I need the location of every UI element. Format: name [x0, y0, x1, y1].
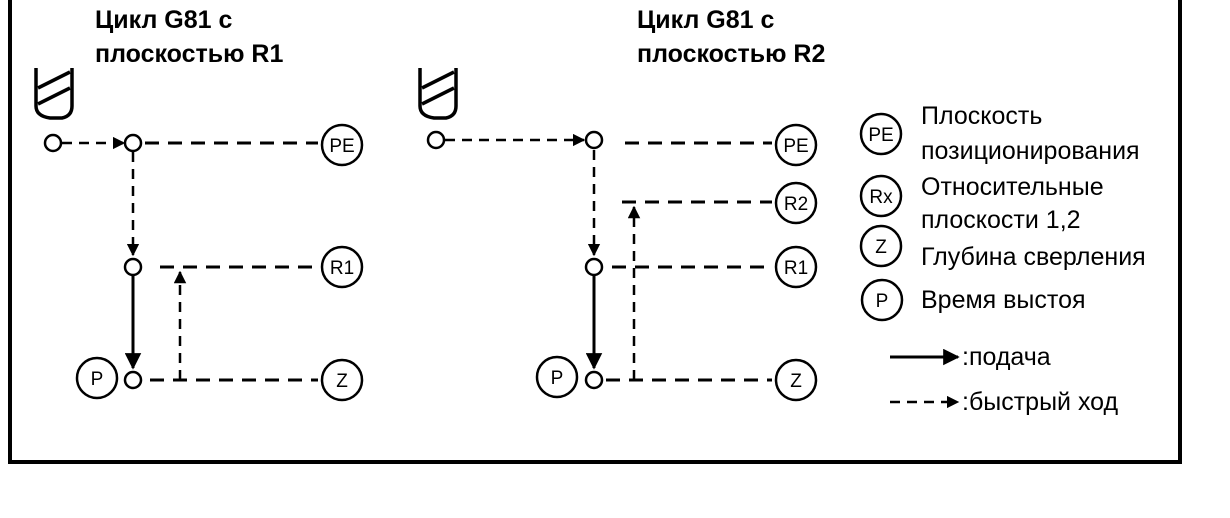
- legend-p-text: Время выстоя: [921, 286, 1086, 314]
- svg-text:Rx: Rx: [869, 187, 893, 208]
- legend-feed-text: :подача: [962, 343, 1051, 371]
- legend-pe-line2: позиционирования: [921, 137, 1140, 165]
- cycle-r2-panel: Цикл G81 с плоскостью R2 PE: [418, 6, 825, 402]
- r1-point-node: [123, 257, 143, 277]
- cycle-r1-panel: Цикл G81 с плоскостью R1 PE: [34, 6, 364, 402]
- badge-pe: PE: [320, 123, 364, 167]
- svg-text:R1: R1: [330, 258, 354, 279]
- start-point-node: [43, 133, 63, 153]
- cycle-r2-title-line1: Цикл G81 с: [637, 6, 774, 34]
- badge-r2: R2: [774, 181, 818, 225]
- pe-point-node: [123, 133, 143, 153]
- svg-text:R2: R2: [784, 194, 808, 215]
- pe-point-node: [584, 130, 604, 150]
- badge-r1: R1: [320, 245, 364, 289]
- drill-tool-icon: [34, 68, 74, 120]
- svg-text:PE: PE: [868, 125, 893, 146]
- r1-point-node: [584, 257, 604, 277]
- legend-pe-badge: PE: [859, 112, 903, 156]
- svg-text:Z: Z: [875, 237, 887, 258]
- cycle-r1-title-line1: Цикл G81 с: [95, 6, 232, 34]
- svg-text:Z: Z: [336, 371, 348, 392]
- svg-text:P: P: [876, 291, 889, 312]
- svg-text:PE: PE: [329, 136, 354, 157]
- cycle-r2-title-line2: плоскостью R2: [637, 40, 825, 68]
- drill-tool-icon: [418, 68, 458, 120]
- legend-p-badge: P: [860, 278, 904, 322]
- cycle-r1-title-line2: плоскостью R1: [95, 40, 283, 68]
- legend-rx-badge: Rx: [859, 174, 903, 218]
- legend: PE Плоскость позиционирования Rx Относит…: [859, 102, 1146, 416]
- legend-z-text: Глубина сверления: [921, 243, 1146, 271]
- start-point-node: [426, 130, 446, 150]
- diagram-frame: [8, 0, 1182, 464]
- svg-text:R1: R1: [784, 258, 808, 279]
- badge-z: Z: [320, 358, 364, 402]
- svg-text:Z: Z: [790, 371, 802, 392]
- badge-pe: PE: [774, 123, 818, 167]
- legend-z-badge: Z: [859, 224, 903, 268]
- badge-p: P: [75, 356, 119, 400]
- badge-z: Z: [774, 358, 818, 402]
- z-point-node: [584, 370, 604, 390]
- svg-text:PE: PE: [783, 136, 808, 157]
- badge-r1: R1: [774, 245, 818, 289]
- svg-text:P: P: [551, 368, 564, 389]
- legend-rapid-text: :быстрый ход: [962, 388, 1119, 416]
- badge-p: P: [535, 355, 579, 399]
- svg-text:P: P: [91, 369, 104, 390]
- legend-pe-line1: Плоскость: [921, 102, 1042, 130]
- legend-rx-line1: Относительные: [921, 173, 1104, 201]
- legend-rx-line2: плоскости 1,2: [921, 206, 1081, 234]
- z-point-node: [123, 370, 143, 390]
